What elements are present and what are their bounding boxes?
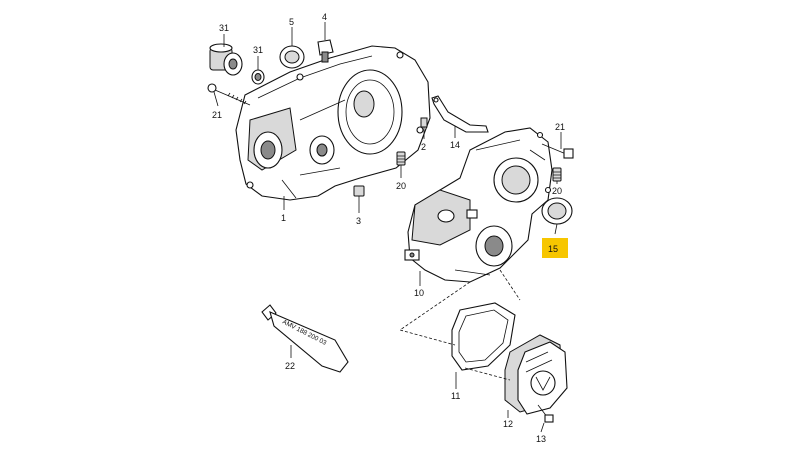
callout-21b[interactable]: 21 xyxy=(555,122,565,132)
leader-lines xyxy=(213,22,562,433)
oil-seal-right xyxy=(541,197,573,225)
bolt-right xyxy=(541,143,574,159)
bearing-bush xyxy=(209,43,243,76)
callout-12[interactable]: 12 xyxy=(503,419,513,429)
callout-3[interactable]: 3 xyxy=(356,216,361,226)
callout-20b[interactable]: 20 xyxy=(552,186,562,196)
small-seal xyxy=(251,69,265,85)
callout-10[interactable]: 10 xyxy=(414,288,424,298)
callout-1[interactable]: 1 xyxy=(281,213,286,223)
cover-bolt xyxy=(537,404,554,423)
breather-cap xyxy=(317,39,334,63)
bracket xyxy=(431,95,489,133)
gasket xyxy=(451,302,516,371)
assembly-dashline xyxy=(399,269,521,381)
callout-22[interactable]: 22 xyxy=(285,361,295,371)
callout-21a[interactable]: 21 xyxy=(212,110,222,120)
housing-cover xyxy=(504,334,568,415)
callout-4[interactable]: 4 xyxy=(322,12,327,22)
clutch-housing xyxy=(235,45,431,201)
oil-seal xyxy=(279,45,305,69)
callout-labels: 31 5 4 31 21 1 3 20 2 14 21 20 15 10 22 … xyxy=(212,12,565,444)
pin xyxy=(420,117,428,128)
callout-13[interactable]: 13 xyxy=(536,434,546,444)
callout-11[interactable]: 11 xyxy=(451,391,460,401)
callout-5[interactable]: 5 xyxy=(289,17,294,27)
drain-plug xyxy=(353,185,365,197)
bolt-left xyxy=(207,83,251,106)
sealant-tube: AMV 188 200 03 xyxy=(261,304,349,373)
callout-15[interactable]: 15 xyxy=(548,244,558,254)
callout-31a[interactable]: 31 xyxy=(219,23,229,33)
callout-2[interactable]: 2 xyxy=(421,142,426,152)
callout-14[interactable]: 14 xyxy=(450,140,460,150)
gearbox-housing xyxy=(404,127,553,283)
plug-right xyxy=(552,167,562,182)
callout-31b[interactable]: 31 xyxy=(253,45,263,55)
plug-left xyxy=(396,151,406,166)
highlight-box xyxy=(542,238,568,258)
callout-20a[interactable]: 20 xyxy=(396,181,406,191)
